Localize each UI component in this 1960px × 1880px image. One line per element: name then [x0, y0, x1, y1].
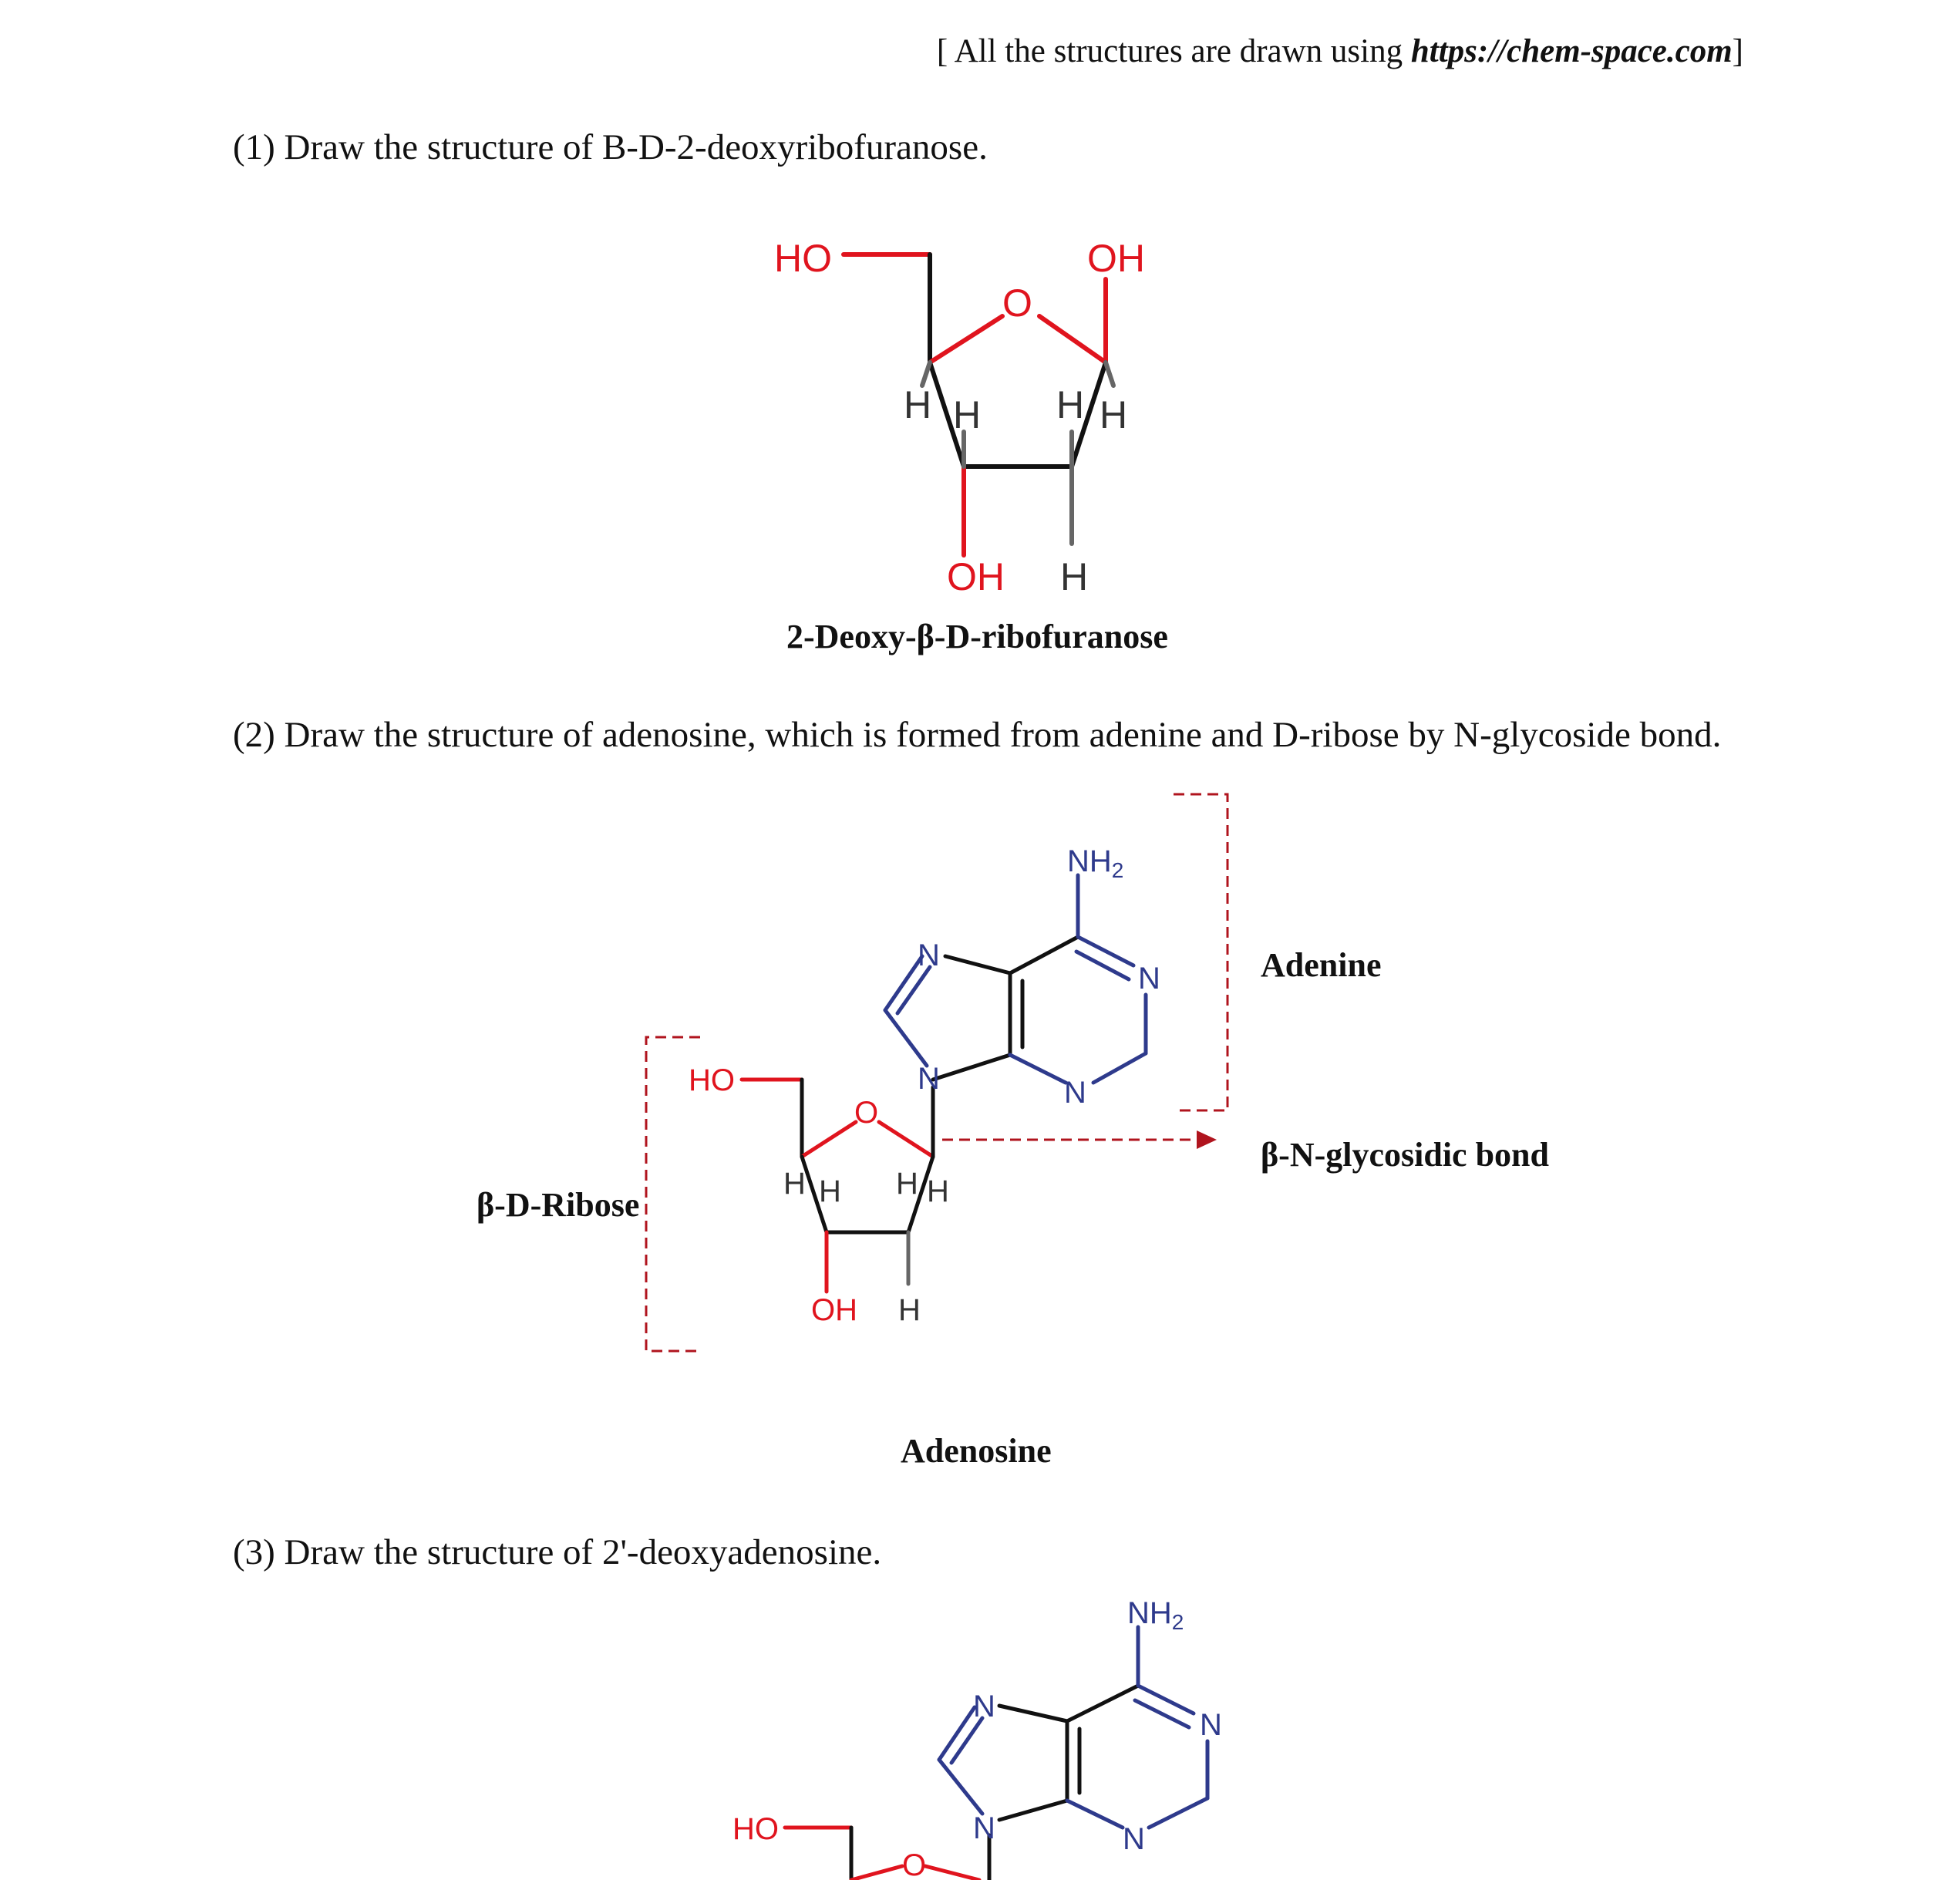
atom-n7: N	[918, 938, 940, 972]
caption-adenosine: Adenosine	[901, 1432, 1052, 1470]
atom-h: H	[898, 1293, 921, 1327]
atom-oh-anomeric: OH	[1087, 237, 1145, 280]
source-note: [ All the structures are drawn using htt…	[937, 32, 1743, 70]
atom-ring-o: O	[1002, 281, 1032, 325]
caption-deoxyribose: 2-Deoxy-β-D-ribofuranose	[786, 618, 1168, 655]
atom-h: H	[896, 1167, 918, 1201]
atom-ring-o: O	[854, 1096, 878, 1130]
atom-nh2: NH2	[1067, 844, 1123, 882]
atom-ho: HO	[732, 1812, 779, 1846]
caption-glycosidic-bond: β-N-glycosidic bond	[1261, 1136, 1549, 1174]
atom-n9: N	[918, 1062, 940, 1096]
atom-n9: N	[973, 1811, 995, 1845]
caption-ribose: β-D-Ribose	[477, 1186, 640, 1224]
atom-h: H	[953, 393, 981, 436]
atom-n3: N	[1123, 1822, 1145, 1856]
atom-ho: HO	[774, 237, 832, 280]
note-link[interactable]: https://chem-space.com	[1410, 33, 1733, 69]
atom-h: H	[927, 1174, 949, 1208]
question-1: (1) Draw the structure of B-D-2-deoxyrib…	[233, 127, 988, 167]
note-suffix: ]	[1732, 33, 1743, 69]
caption-adenine: Adenine	[1261, 946, 1382, 984]
atom-n1: N	[1138, 962, 1160, 996]
atom-h: H	[1100, 393, 1127, 436]
atom-n7: N	[973, 1690, 995, 1723]
atom-nh2: NH2	[1127, 1596, 1184, 1634]
question-2: (2) Draw the structure of adenosine, whi…	[233, 715, 1722, 755]
atom-oh-3: OH	[947, 555, 1005, 598]
atom-oh: OH	[811, 1293, 857, 1327]
atom-h-2: H	[1060, 555, 1088, 598]
note-prefix: [ All the structures are drawn using	[936, 33, 1411, 69]
atom-h: H	[904, 383, 931, 426]
atom-h: H	[819, 1174, 841, 1208]
atom-ring-o: O	[902, 1848, 926, 1880]
atom-ho: HO	[689, 1063, 735, 1097]
atom-h: H	[1056, 383, 1084, 426]
atom-n1: N	[1200, 1708, 1222, 1742]
atom-h: H	[783, 1167, 806, 1201]
question-3: (3) Draw the structure of 2'-deoxyadenos…	[233, 1532, 882, 1572]
atom-n3: N	[1064, 1076, 1086, 1110]
